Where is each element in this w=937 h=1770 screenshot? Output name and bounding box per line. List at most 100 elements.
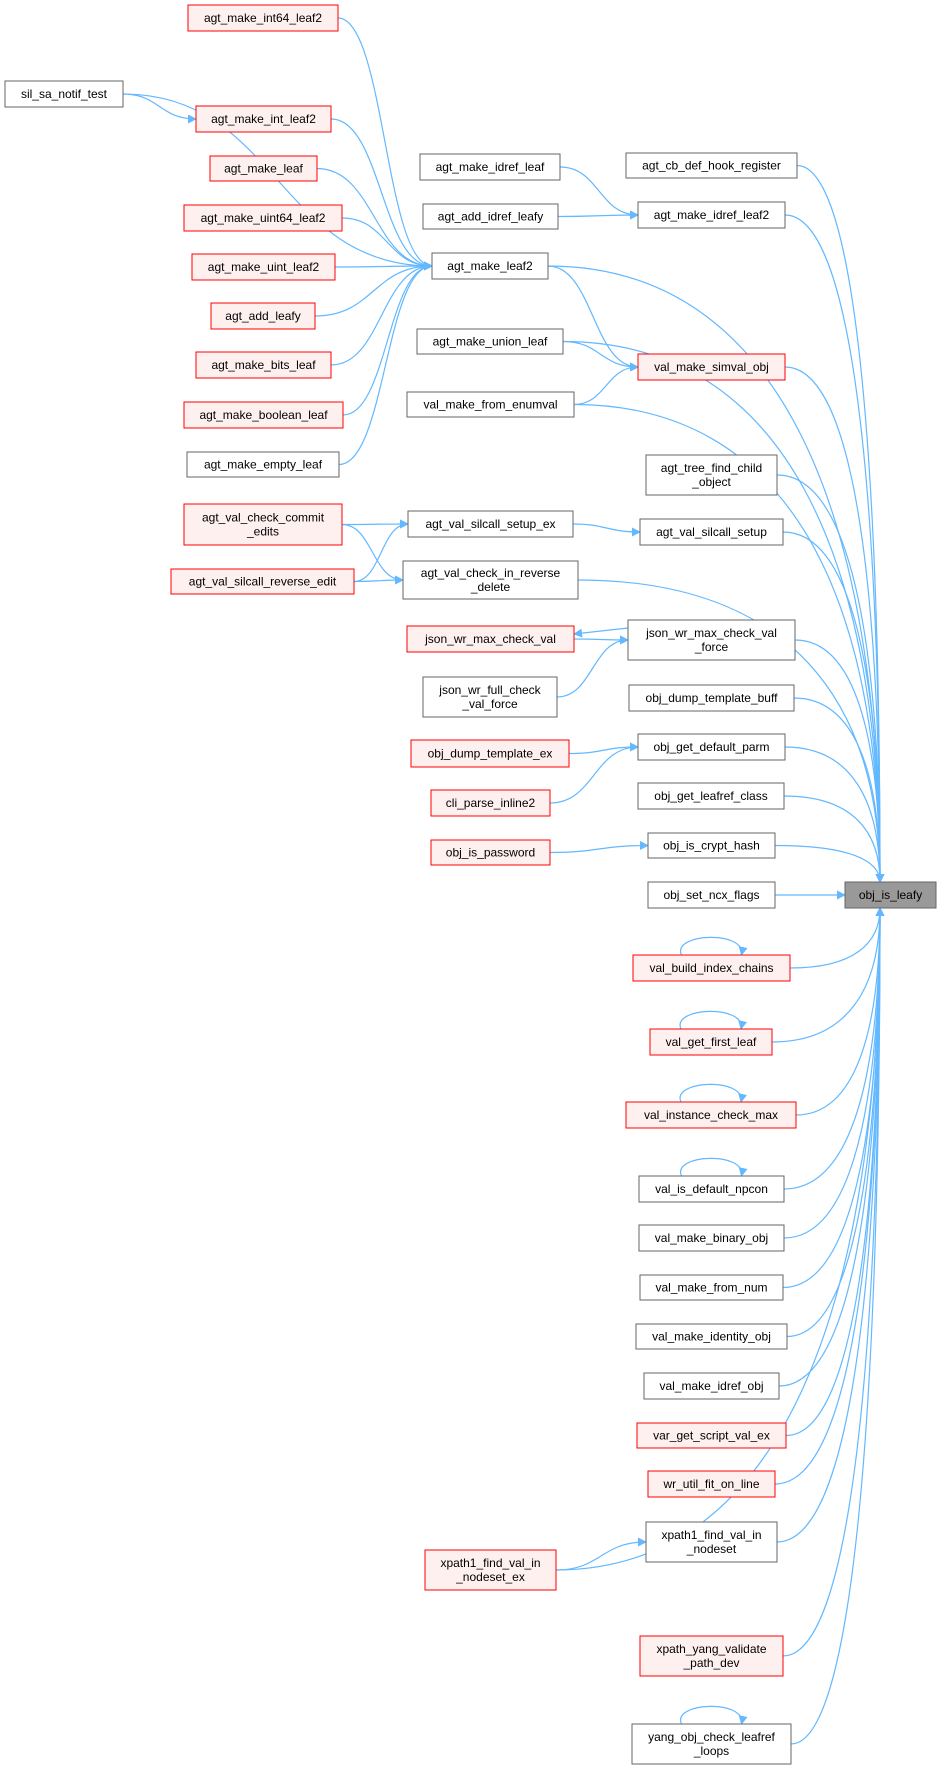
node-agt_add_idref_leafy[interactable]: agt_add_idref_leafy bbox=[422, 203, 559, 230]
node-box[interactable] bbox=[424, 1549, 557, 1591]
node-json_wr_max_check_val_force[interactable]: json_wr_max_check_val_force bbox=[627, 619, 796, 661]
node-box[interactable] bbox=[183, 503, 343, 546]
node-json_wr_full_check_val_force[interactable]: json_wr_full_check_val_force bbox=[422, 676, 558, 718]
node-box[interactable] bbox=[645, 1521, 778, 1563]
node-val_instance_check_max[interactable]: val_instance_check_max bbox=[625, 1101, 797, 1129]
node-box[interactable] bbox=[637, 782, 785, 810]
node-val_is_default_npcon[interactable]: val_is_default_npcon bbox=[638, 1175, 785, 1203]
node-agt_make_idref_leaf[interactable]: agt_make_idref_leaf bbox=[419, 153, 561, 181]
node-box[interactable] bbox=[643, 1372, 780, 1400]
node-agt_make_leaf2[interactable]: agt_make_leaf2 bbox=[431, 252, 549, 280]
node-box[interactable] bbox=[627, 619, 796, 661]
node-box[interactable] bbox=[407, 510, 574, 538]
node-sil_sa_notif_test[interactable]: sil_sa_notif_test bbox=[4, 80, 124, 108]
node-box[interactable] bbox=[410, 739, 570, 768]
node-box[interactable] bbox=[170, 568, 355, 595]
node-box[interactable] bbox=[416, 328, 564, 355]
node-obj_dump_template_ex[interactable]: obj_dump_template_ex bbox=[410, 739, 570, 768]
node-box[interactable] bbox=[647, 832, 776, 859]
node-obj_get_default_parm[interactable]: obj_get_default_parm bbox=[637, 733, 786, 761]
node-box[interactable] bbox=[402, 560, 579, 600]
node-val_make_idref_obj[interactable]: val_make_idref_obj bbox=[643, 1372, 780, 1400]
node-agt_val_check_commit_edits[interactable]: agt_val_check_commit_edits bbox=[183, 503, 343, 546]
node-agt_val_silcall_setup[interactable]: agt_val_silcall_setup bbox=[639, 518, 784, 546]
node-agt_make_uint_leaf2[interactable]: agt_make_uint_leaf2 bbox=[191, 253, 336, 281]
node-box[interactable] bbox=[647, 1470, 776, 1498]
node-box[interactable] bbox=[636, 1422, 787, 1449]
node-box[interactable] bbox=[625, 152, 798, 179]
node-box[interactable] bbox=[406, 391, 575, 418]
node-box[interactable] bbox=[844, 881, 937, 909]
node-val_build_index_chains[interactable]: val_build_index_chains bbox=[632, 954, 791, 982]
node-val_make_simval_obj[interactable]: val_make_simval_obj bbox=[637, 353, 786, 381]
node-agt_make_int_leaf2[interactable]: agt_make_int_leaf2 bbox=[195, 105, 332, 133]
node-obj_is_leafy[interactable]: obj_is_leafy bbox=[844, 881, 937, 909]
node-agt_tree_find_child_object[interactable]: agt_tree_find_child_object bbox=[645, 454, 778, 496]
node-box[interactable] bbox=[422, 676, 558, 718]
node-box[interactable] bbox=[210, 302, 316, 330]
node-box[interactable] bbox=[625, 1101, 797, 1129]
node-box[interactable] bbox=[195, 351, 332, 379]
node-agt_cb_def_hook_register[interactable]: agt_cb_def_hook_register bbox=[625, 152, 798, 179]
node-box[interactable] bbox=[639, 518, 784, 546]
node-agt_make_boolean_leaf[interactable]: agt_make_boolean_leaf bbox=[183, 401, 344, 429]
node-val_make_from_num[interactable]: val_make_from_num bbox=[639, 1274, 784, 1301]
node-box[interactable] bbox=[406, 625, 575, 653]
node-agt_make_empty_leaf[interactable]: agt_make_empty_leaf bbox=[186, 451, 340, 478]
node-agt_make_uint64_leaf2[interactable]: agt_make_uint64_leaf2 bbox=[183, 204, 343, 232]
node-obj_get_leafref_class[interactable]: obj_get_leafref_class bbox=[637, 782, 785, 810]
node-box[interactable] bbox=[637, 353, 786, 381]
node-box[interactable] bbox=[183, 204, 343, 232]
node-agt_make_int64_leaf2[interactable]: agt_make_int64_leaf2 bbox=[187, 4, 339, 32]
node-box[interactable] bbox=[209, 155, 318, 182]
node-box[interactable] bbox=[186, 451, 340, 478]
node-agt_make_leaf[interactable]: agt_make_leaf bbox=[209, 155, 318, 182]
node-obj_is_password[interactable]: obj_is_password bbox=[430, 839, 551, 866]
node-xpath1_find_val_in_nodeset[interactable]: xpath1_find_val_in_nodeset bbox=[645, 1521, 778, 1563]
node-box[interactable] bbox=[430, 839, 551, 866]
node-box[interactable] bbox=[422, 203, 559, 230]
node-agt_make_union_leaf[interactable]: agt_make_union_leaf bbox=[416, 328, 564, 355]
node-val_make_binary_obj[interactable]: val_make_binary_obj bbox=[638, 1224, 785, 1252]
node-box[interactable] bbox=[638, 1224, 785, 1252]
node-box[interactable] bbox=[647, 881, 776, 909]
node-box[interactable] bbox=[637, 201, 786, 229]
node-box[interactable] bbox=[431, 252, 549, 280]
node-box[interactable] bbox=[638, 1175, 785, 1203]
node-val_make_identity_obj[interactable]: val_make_identity_obj bbox=[635, 1323, 788, 1350]
node-box[interactable] bbox=[183, 401, 344, 429]
node-wr_util_fit_on_line[interactable]: wr_util_fit_on_line bbox=[647, 1470, 776, 1498]
node-box[interactable] bbox=[628, 684, 795, 712]
node-box[interactable] bbox=[649, 1028, 773, 1056]
node-agt_add_leafy[interactable]: agt_add_leafy bbox=[210, 302, 316, 330]
node-box[interactable] bbox=[4, 80, 124, 108]
node-box[interactable] bbox=[637, 733, 786, 761]
node-agt_val_check_in_reverse_delete[interactable]: agt_val_check_in_reverse_delete bbox=[402, 560, 579, 600]
node-box[interactable] bbox=[195, 105, 332, 133]
node-obj_set_ncx_flags[interactable]: obj_set_ncx_flags bbox=[647, 881, 776, 909]
node-box[interactable] bbox=[187, 4, 339, 32]
node-xpath_yang_validate_path_dev[interactable]: xpath_yang_validate_path_dev bbox=[639, 1635, 784, 1677]
node-agt_make_idref_leaf2[interactable]: agt_make_idref_leaf2 bbox=[637, 201, 786, 229]
node-box[interactable] bbox=[419, 153, 561, 181]
node-cli_parse_inline2[interactable]: cli_parse_inline2 bbox=[430, 789, 551, 817]
node-box[interactable] bbox=[639, 1274, 784, 1301]
node-agt_val_silcall_setup_ex[interactable]: agt_val_silcall_setup_ex bbox=[407, 510, 574, 538]
node-var_get_script_val_ex[interactable]: var_get_script_val_ex bbox=[636, 1422, 787, 1449]
node-box[interactable] bbox=[632, 954, 791, 982]
node-box[interactable] bbox=[635, 1323, 788, 1350]
node-json_wr_max_check_val[interactable]: json_wr_max_check_val bbox=[406, 625, 575, 653]
node-val_get_first_leaf[interactable]: val_get_first_leaf bbox=[649, 1028, 773, 1056]
node-yang_obj_check_leafref_loops[interactable]: yang_obj_check_leafref_loops bbox=[631, 1723, 792, 1765]
node-agt_val_silcall_reverse_edit[interactable]: agt_val_silcall_reverse_edit bbox=[170, 568, 355, 595]
node-xpath1_find_val_in_nodeset_ex[interactable]: xpath1_find_val_in_nodeset_ex bbox=[424, 1549, 557, 1591]
node-box[interactable] bbox=[191, 253, 336, 281]
node-obj_is_crypt_hash[interactable]: obj_is_crypt_hash bbox=[647, 832, 776, 859]
node-box[interactable] bbox=[639, 1635, 784, 1677]
node-agt_make_bits_leaf[interactable]: agt_make_bits_leaf bbox=[195, 351, 332, 379]
node-val_make_from_enumval[interactable]: val_make_from_enumval bbox=[406, 391, 575, 418]
node-box[interactable] bbox=[631, 1723, 792, 1765]
node-obj_dump_template_buff[interactable]: obj_dump_template_buff bbox=[628, 684, 795, 712]
node-box[interactable] bbox=[430, 789, 551, 817]
node-box[interactable] bbox=[645, 454, 778, 496]
